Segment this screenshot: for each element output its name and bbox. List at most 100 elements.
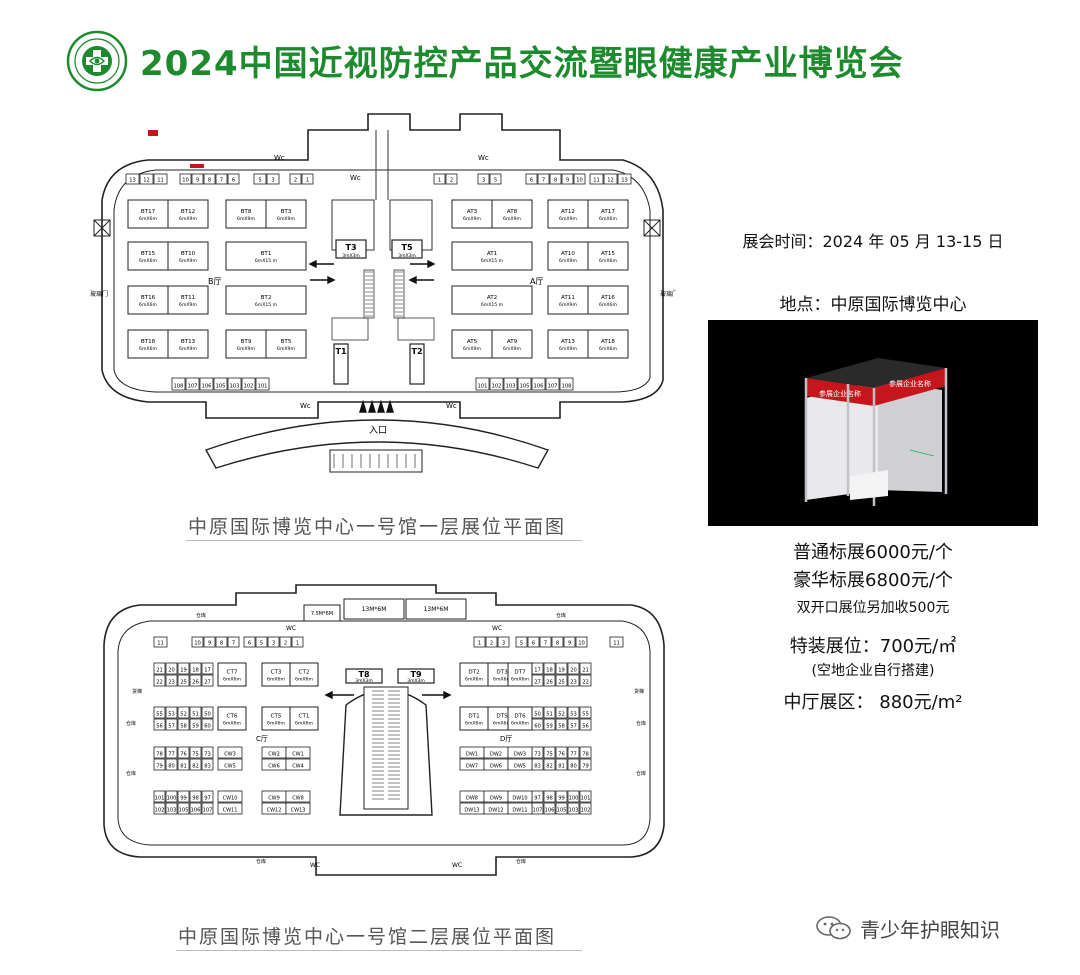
f2-top-left-number: 9 bbox=[208, 641, 211, 647]
booth-bt bbox=[127, 199, 169, 229]
caption-underline bbox=[186, 540, 582, 541]
f2-top-right-number: 8 bbox=[556, 641, 559, 647]
f2-top-right-number: 10 bbox=[578, 641, 585, 647]
booth-at-label: AT15 bbox=[601, 251, 615, 257]
booth-cw bbox=[217, 802, 243, 815]
f2-grid-cell bbox=[567, 674, 580, 687]
f2-grid-number: 18 bbox=[546, 668, 553, 674]
header: 2024中国近视防控产品交流暨眼健康产业博览会 bbox=[0, 0, 1080, 110]
booth-at-label: AT12 bbox=[561, 209, 575, 215]
f1-bottom-right-number: 101 bbox=[478, 384, 488, 390]
booth-at-label: AT9 bbox=[507, 339, 518, 345]
f1-top-left-number: 8 bbox=[208, 178, 211, 184]
storage-label: 仓库 bbox=[126, 720, 136, 727]
booth-bt-size: 6mX9m bbox=[179, 302, 197, 308]
f2-grid-number: 101 bbox=[581, 796, 591, 802]
f2-grid-cell bbox=[567, 718, 580, 731]
storage-label: 仓库 bbox=[256, 858, 266, 865]
booth-bt-label: BT13 bbox=[181, 339, 196, 345]
f2-grid-number: 59 bbox=[546, 724, 553, 730]
f2-grid-cell bbox=[189, 706, 202, 719]
booth-at-size: 6mX9m bbox=[559, 216, 577, 222]
booth-at-label: AT1 bbox=[487, 251, 498, 257]
storage-label: 仓库 bbox=[196, 612, 206, 619]
f2-grid-cell bbox=[177, 790, 190, 803]
t9-size: 3mX3m bbox=[407, 678, 425, 684]
f1-top-left-cell bbox=[227, 173, 240, 185]
price-special-note: (空地企业自行搭建) bbox=[811, 663, 935, 679]
f1-top-left-number: 6 bbox=[232, 178, 235, 184]
f2-top-left-number: 7 bbox=[232, 641, 235, 647]
f1-bottom-right-cell bbox=[531, 377, 546, 391]
f2-grid-number: 22 bbox=[582, 680, 589, 686]
glass-door-label: 玻璃门 bbox=[660, 290, 676, 298]
f2-grid-number: 18 bbox=[192, 668, 199, 674]
hall-a-label: A厅 bbox=[530, 277, 543, 286]
booth-dt-label: DT1 bbox=[468, 714, 480, 720]
f2-grid-number: 107 bbox=[533, 808, 543, 814]
f2-grid-number: 59 bbox=[192, 724, 199, 730]
booth-cw bbox=[217, 790, 243, 803]
f2-top-left-cell bbox=[191, 636, 204, 648]
f2-grid-number: 106 bbox=[545, 808, 555, 814]
f2-top-left-cell bbox=[291, 636, 304, 648]
booth-cw bbox=[285, 802, 311, 815]
booth-bt bbox=[225, 285, 307, 315]
booth-dt-size: 6mX6m bbox=[511, 677, 529, 683]
page-title: 2024中国近视防控产品交流暨眼健康产业博览会 bbox=[140, 44, 904, 84]
f2-grid-number: 20 bbox=[168, 668, 175, 674]
f2-grid-number: 55 bbox=[582, 712, 589, 718]
booth-cw bbox=[285, 790, 311, 803]
f2-grid-number: 50 bbox=[204, 712, 211, 718]
f1-top-left-cell bbox=[125, 173, 140, 185]
f1-top-left-cell bbox=[289, 173, 302, 185]
f2-grid-number: 26 bbox=[192, 680, 199, 686]
f2-grid-number: 79 bbox=[582, 764, 589, 770]
booth-bt-size: 6mX6m bbox=[139, 258, 157, 264]
f2-grid-cell bbox=[567, 746, 580, 759]
f2-grid-number: 52 bbox=[558, 712, 565, 718]
freight-elevator-label: 货梯 bbox=[634, 688, 644, 695]
f1-top-right-number: 5 bbox=[494, 178, 497, 184]
f2-grid-number: 78 bbox=[156, 752, 163, 758]
f2-grid-cell bbox=[177, 802, 190, 815]
f2-grid-cell bbox=[177, 758, 190, 771]
t8-label: T8 bbox=[358, 670, 369, 679]
f2-grid-number: 25 bbox=[180, 680, 187, 686]
f2-grid-cell bbox=[189, 718, 202, 731]
f1-top-right-number: 10 bbox=[576, 178, 583, 184]
booth-dw bbox=[507, 790, 533, 803]
booth-ct-size: 6mX6m bbox=[295, 677, 313, 683]
f2-grid-number: 79 bbox=[156, 764, 163, 770]
f2-grid-cell bbox=[153, 790, 166, 803]
f1-bottom-left-cell bbox=[227, 377, 242, 391]
booth-at-size: 6mX9m bbox=[559, 302, 577, 308]
f2-top-right-cell bbox=[473, 636, 486, 648]
booth-dt-size: 6mX6m bbox=[465, 721, 483, 727]
f2-grid-cell bbox=[189, 746, 202, 759]
f2-grid-number: 78 bbox=[582, 752, 589, 758]
wc-label: Wc bbox=[300, 402, 311, 410]
booth-bt bbox=[225, 329, 267, 359]
watermark-text: 青少年护眼知识 bbox=[860, 918, 1000, 942]
f1-top-left-cell bbox=[203, 173, 216, 185]
f1-top-left-number: 5 bbox=[258, 178, 261, 184]
f2-grid-cell bbox=[555, 746, 568, 759]
f2-top-left-number: 5 bbox=[260, 641, 263, 647]
f2-grid-cell bbox=[579, 758, 592, 771]
f2-grid-number: 75 bbox=[192, 752, 199, 758]
f1-top-right-number: 8 bbox=[554, 178, 557, 184]
f2-top-left-number: 11 bbox=[157, 641, 164, 647]
f1-bottom-left-number: 101 bbox=[258, 384, 268, 390]
f2-grid-number: 81 bbox=[558, 764, 565, 770]
booth-ct-label: CT7 bbox=[227, 670, 238, 676]
booth-at-size: 6mX9m bbox=[559, 346, 577, 352]
f2-top-left-cell bbox=[153, 636, 168, 648]
f2-top-right-number: 2 bbox=[490, 641, 493, 647]
f2-grid-number: 77 bbox=[168, 752, 175, 758]
f2-grid-cell bbox=[177, 746, 190, 759]
hall-c-label: C厅 bbox=[256, 735, 268, 743]
caption-underline bbox=[176, 950, 582, 951]
booth-bt-label: BT17 bbox=[141, 209, 156, 215]
booth-dw-label: DW11 bbox=[512, 808, 527, 814]
